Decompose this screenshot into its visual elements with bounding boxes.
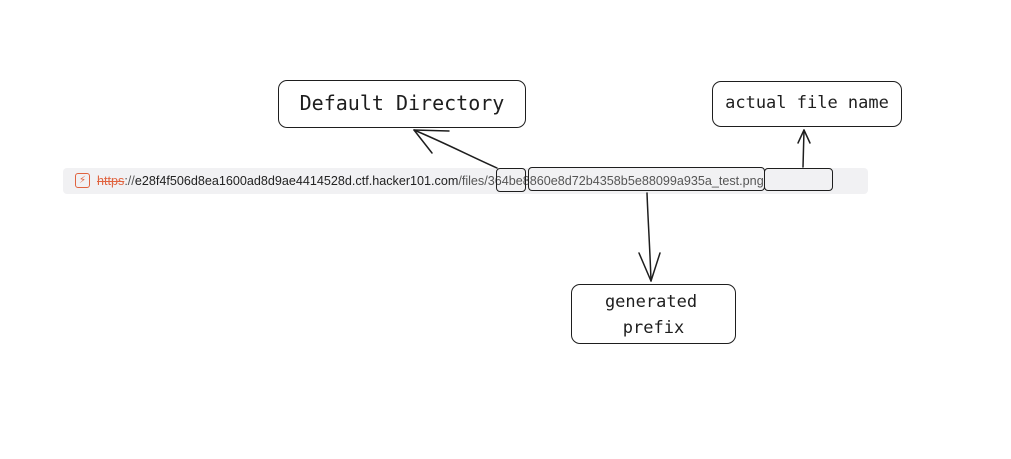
default-directory-label: Default Directory xyxy=(299,91,505,115)
generated-prefix-label-line2: prefix xyxy=(622,318,685,338)
arrow-to-default-directory xyxy=(413,129,498,169)
url-slash-2: / xyxy=(484,174,488,188)
url-bar[interactable]: ⚡ https://e28f4f506d8ea1600ad8d9ae441452… xyxy=(63,168,868,194)
arrow-to-generated-prefix xyxy=(646,192,652,282)
generated-prefix-label-line1: generated xyxy=(604,292,698,312)
url-text[interactable]: https://e28f4f506d8ea1600ad8d9ae4414528d… xyxy=(97,173,764,189)
arrowhead-default-directory xyxy=(413,129,450,154)
directory-highlight xyxy=(496,168,526,192)
arrowhead-generated-prefix xyxy=(638,252,661,282)
not-secure-icon[interactable]: ⚡ xyxy=(75,173,90,188)
url-slash: / xyxy=(458,174,462,188)
url-host: e28f4f506d8ea1600ad8d9ae4414528d.ctf.hac… xyxy=(134,174,459,188)
actual-file-name-label: actual file name xyxy=(725,93,889,113)
url-directory: files xyxy=(461,174,485,188)
url-scheme-separator: :// xyxy=(124,174,135,188)
actual-file-name-box xyxy=(712,81,902,127)
arrow-to-actual-file-name xyxy=(802,129,805,168)
url-prefix: 364be8860e8d72b4358b5e88099a935 xyxy=(487,174,705,188)
generated-prefix-box xyxy=(571,284,736,344)
filename-highlight xyxy=(764,168,833,191)
default-directory-box xyxy=(278,80,526,128)
url-scheme: https xyxy=(97,174,125,188)
url-filename: a_test.png xyxy=(704,174,764,188)
arrowhead-actual-file-name xyxy=(797,129,811,144)
